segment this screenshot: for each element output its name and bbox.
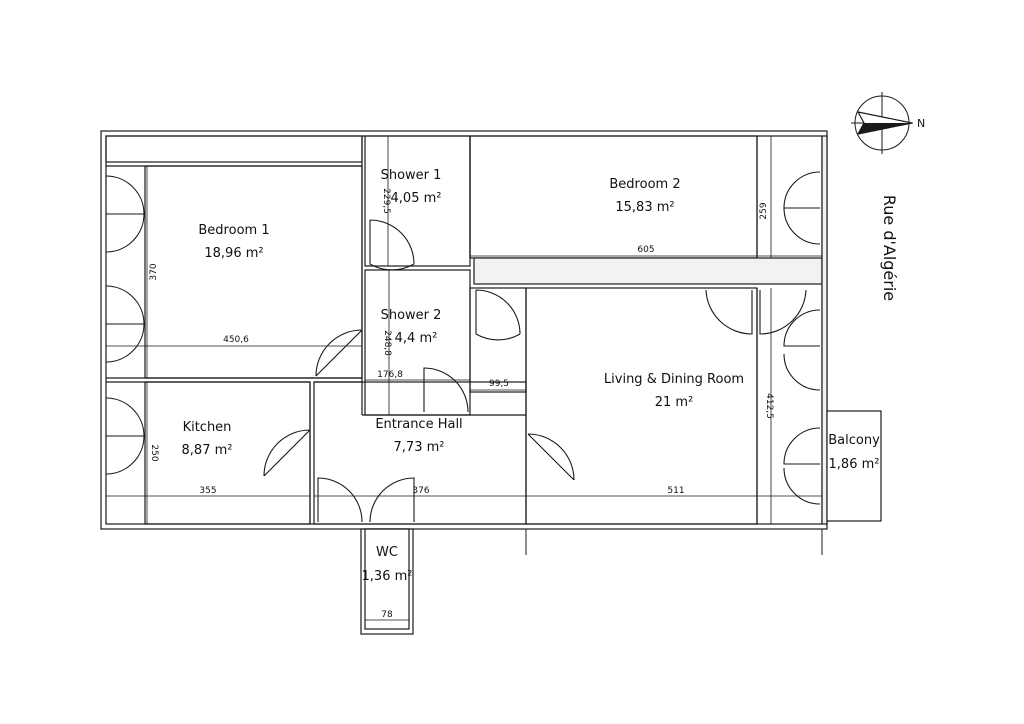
entrance-area: 7,73 m² bbox=[394, 440, 445, 455]
living-wardrobe-door-3[interactable] bbox=[783, 427, 821, 465]
kitchen-wardrobe-door-1[interactable] bbox=[105, 397, 145, 437]
kitchen-wardrobe-door-2[interactable] bbox=[105, 435, 145, 475]
dim-entrance-width: 376 bbox=[412, 486, 429, 496]
kitchen-door[interactable] bbox=[263, 429, 311, 477]
wc-walls-outer bbox=[360, 528, 414, 635]
shower1-name: Shower 1 bbox=[381, 168, 442, 183]
living-door[interactable] bbox=[527, 433, 575, 481]
entrance-walls bbox=[313, 381, 527, 525]
dim-shower2-width: 176,8 bbox=[377, 370, 403, 380]
balcony-area: 1,86 m² bbox=[829, 457, 880, 472]
living-name: Living & Dining Room bbox=[604, 372, 744, 387]
bedroom1-wardrobe-door-1[interactable] bbox=[105, 175, 145, 215]
dim-living-width: 511 bbox=[667, 486, 684, 496]
dim-kitchen-width: 355 bbox=[199, 486, 216, 496]
shower2-area: 4,4 m² bbox=[395, 331, 438, 346]
kitchen-area: 8,87 m² bbox=[182, 443, 233, 458]
outer-wall-outer bbox=[100, 130, 828, 530]
dim-kitchen-height: 250 bbox=[149, 444, 159, 461]
bedroom2-name: Bedroom 2 bbox=[609, 177, 680, 192]
compass-icon bbox=[851, 92, 913, 154]
hall-closet-door[interactable] bbox=[475, 289, 521, 341]
bedroom1-wardrobe-door-2[interactable] bbox=[105, 213, 145, 253]
bedroom2-bottom-strip bbox=[473, 257, 823, 285]
wc-area: 1,36 m² bbox=[362, 569, 413, 584]
dim-shower2-height: 248,8 bbox=[382, 330, 392, 356]
bedroom1-door[interactable] bbox=[315, 329, 363, 377]
bedroom2-wardrobe-door-1[interactable] bbox=[783, 171, 821, 209]
dim-bedroom2-height: 259 bbox=[759, 202, 769, 219]
shower1-door[interactable] bbox=[369, 219, 415, 271]
bedroom2-entry-door[interactable] bbox=[759, 289, 807, 335]
dim-wc-width: 78 bbox=[381, 610, 393, 620]
wc-name: WC bbox=[376, 545, 398, 560]
compass-north-label: N bbox=[917, 117, 925, 130]
dim-bedroom2-width: 605 bbox=[637, 245, 654, 255]
living-top-door[interactable] bbox=[705, 289, 753, 335]
living-wardrobe-door-2[interactable] bbox=[783, 353, 821, 391]
living-wardrobe-door-4[interactable] bbox=[783, 467, 821, 505]
dim-bedroom1-height: 370 bbox=[149, 263, 159, 280]
wc-walls-inner bbox=[364, 528, 410, 630]
street-label: Rue d'Algérie bbox=[880, 195, 899, 301]
bedroom1-area: 18,96 m² bbox=[204, 246, 263, 261]
dim-shower1-height: 229,5 bbox=[381, 188, 391, 214]
bedroom1-name: Bedroom 1 bbox=[198, 223, 269, 238]
shower2-name: Shower 2 bbox=[381, 308, 442, 323]
living-wardrobe-door-1[interactable] bbox=[783, 309, 821, 347]
kitchen-name: Kitchen bbox=[183, 420, 232, 435]
shower2-door[interactable] bbox=[423, 367, 469, 413]
entrance-door-right[interactable] bbox=[369, 477, 415, 523]
entrance-door-left[interactable] bbox=[317, 477, 363, 523]
dim-living-height: 412,5 bbox=[764, 393, 774, 419]
bedroom2-wardrobe-door-2[interactable] bbox=[783, 207, 821, 245]
bedroom2-area: 15,83 m² bbox=[615, 200, 674, 215]
balcony-name: Balcony bbox=[828, 433, 880, 448]
balcony-walls bbox=[826, 410, 882, 522]
entrance-name: Entrance Hall bbox=[375, 417, 462, 432]
right-facade bbox=[821, 135, 828, 525]
living-area: 21 m² bbox=[655, 395, 694, 410]
bedroom1-wardrobe-door-4[interactable] bbox=[105, 323, 145, 363]
bedroom1-wardrobe-door-3[interactable] bbox=[105, 285, 145, 325]
dim-hall-closet-width: 99,5 bbox=[489, 379, 509, 389]
dim-bedroom1-width: 450,6 bbox=[223, 335, 249, 345]
shower1-area: 4,05 m² bbox=[391, 191, 442, 206]
